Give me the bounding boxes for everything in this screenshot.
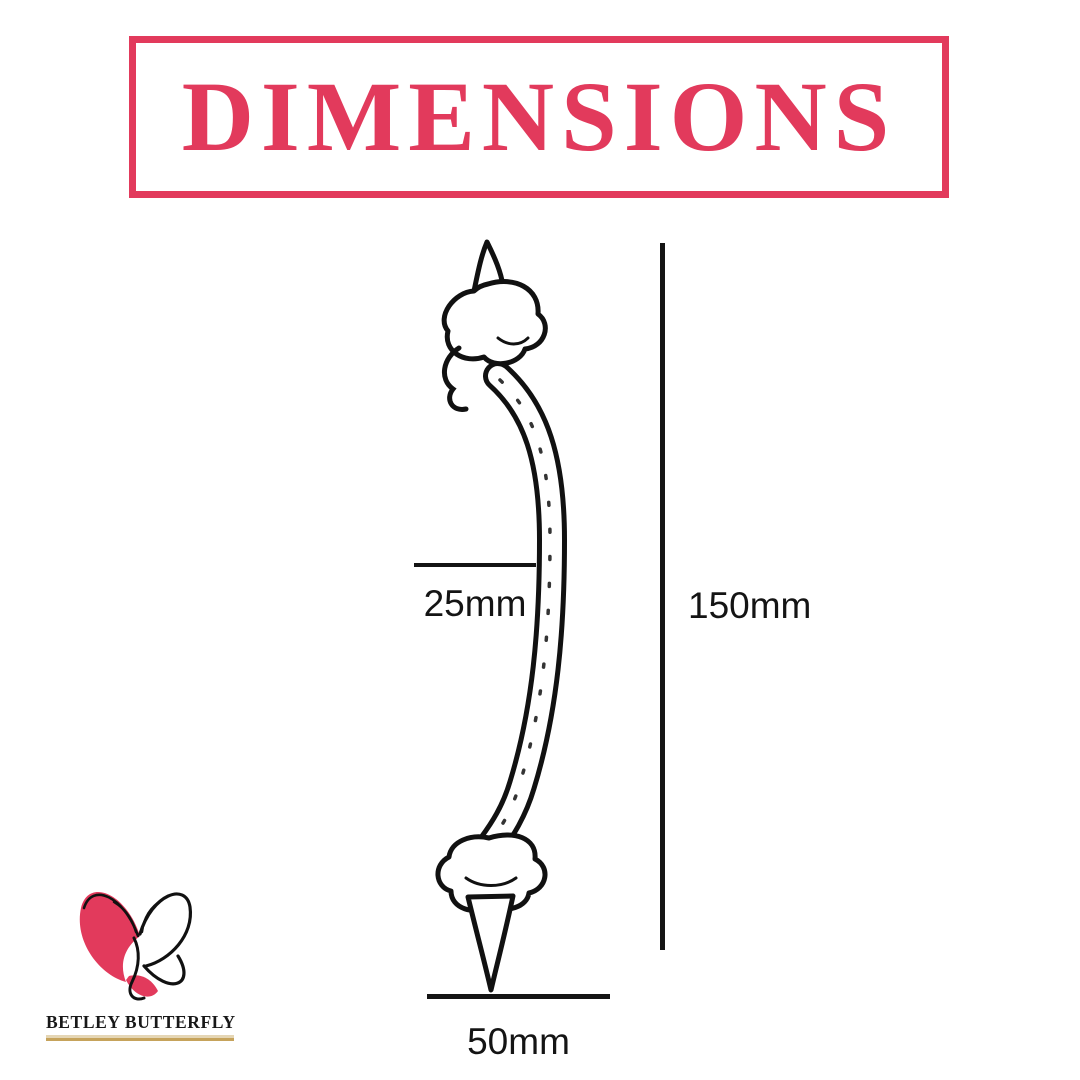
dim-line-150mm [660,243,665,950]
dim-label-150mm: 150mm [688,585,812,626]
brand-logo [72,872,202,1012]
butterfly-icon [79,892,192,1001]
dim-label-25mm: 25mm [423,583,527,624]
dim-label-50mm: 50mm [467,1021,570,1062]
door-pull-handle-sketch-icon [435,239,568,993]
brand-name: BETLEY BUTTERFLY [46,1012,236,1032]
dim-line-25mm [414,563,536,567]
page-title: DIMENSIONS [181,61,897,172]
title-box: DIMENSIONS [129,36,949,198]
handle-illustration [428,238,603,1003]
dim-line-50mm [427,994,610,999]
gold-divider [46,1038,234,1041]
